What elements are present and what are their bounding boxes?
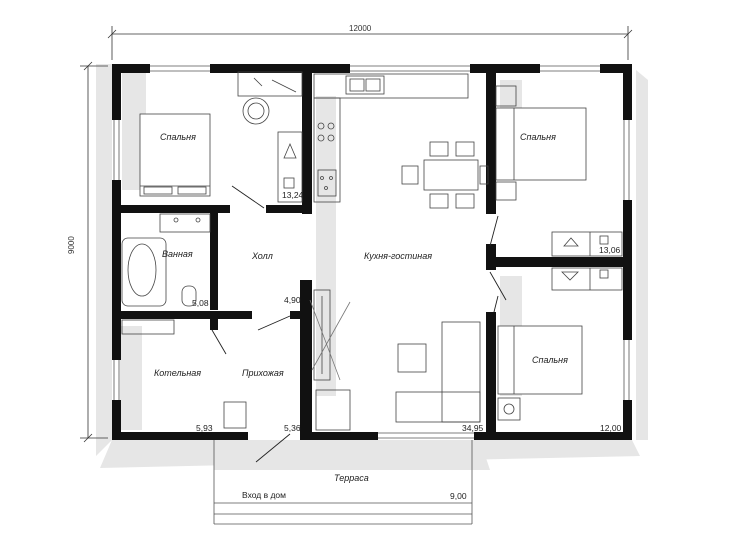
- area-label-boiler-room: 5,93: [196, 423, 213, 433]
- room-label-boiler-room: Котельная: [154, 368, 202, 378]
- room-label-entry-hall: Прихожая: [242, 368, 284, 378]
- area-label-bathroom: 5,08: [192, 298, 209, 308]
- dimension-width-label: 12000: [349, 24, 372, 33]
- room-label-bathroom: Ванная: [162, 249, 193, 259]
- living-diagonals: [309, 299, 351, 381]
- room-label-bedroom-se: Спальня: [532, 355, 568, 365]
- windows: [113, 65, 630, 439]
- terrace: [213, 440, 473, 525]
- entrance-label: Вход в дом: [242, 490, 286, 500]
- dimension-lines: [80, 26, 633, 443]
- furniture: [121, 71, 623, 431]
- doors: [211, 185, 507, 463]
- area-label-hall: 4,90: [284, 295, 301, 305]
- area-label-bedroom-nw: 13,24: [282, 190, 304, 200]
- room-label-hall: Холл: [252, 251, 273, 261]
- area-label-entry-hall: 5,36: [284, 423, 301, 433]
- room-label-bedroom-ne: Спальня: [520, 132, 556, 142]
- area-label-bedroom-se: 12,00: [600, 423, 622, 433]
- room-label-bedroom-nw: Спальня: [160, 132, 196, 142]
- bed-nw: [139, 113, 211, 197]
- area-label-terrace: 9,00: [450, 491, 467, 501]
- area-label-kitchen-living: 34,95: [462, 423, 484, 433]
- walls: [112, 64, 632, 440]
- room-label-kitchen-living: Кухня-гостиная: [364, 251, 433, 261]
- area-label-bedroom-ne: 13,06: [599, 245, 621, 255]
- dimension-height-label: 9000: [67, 236, 76, 254]
- room-label-terrace: Терраса: [334, 473, 369, 483]
